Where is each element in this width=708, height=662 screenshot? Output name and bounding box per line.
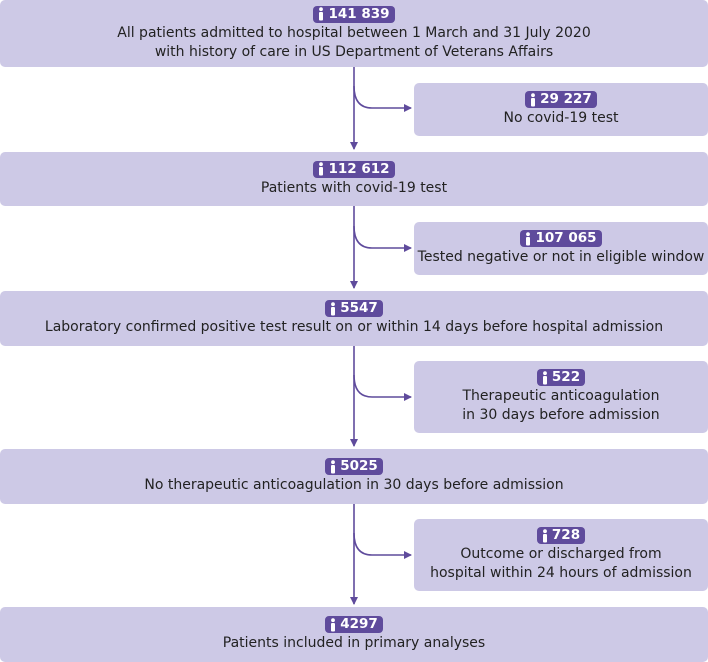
count-value: 29 227 [540,91,592,107]
count-value: 5025 [340,458,378,474]
person-icon [529,92,537,107]
person-icon [541,370,549,385]
main-box-included: 4297 Patients included in primary analys… [0,607,708,662]
person-icon [541,528,549,543]
count-badge: 107 065 [520,230,602,247]
exclusion-box-outcome-24h: 728 Outcome or discharged from hospital … [414,519,708,591]
box-text-line: in 30 days before admission [462,407,660,423]
count-badge: 29 227 [525,91,597,108]
count-value: 5547 [340,300,378,316]
arrow-exclusion-3 [353,374,412,401]
box-text-line: hospital within 24 hours of admission [430,565,692,581]
box-text-line: Tested negative or not in eligible windo… [417,249,705,265]
box-text-line: with history of care in US Department of… [154,43,554,60]
box-text-line: Laboratory confirmed positive test resul… [44,319,664,335]
arrow-exclusion-4 [353,532,412,559]
person-icon [317,7,325,21]
box-text-line: No covid-19 test [503,110,619,126]
count-badge: 5547 [325,300,383,317]
count-badge: 5025 [325,458,383,475]
box-text-line: Therapeutic anticoagulation [462,388,660,404]
box-text-line: Patients included in primary analyses [222,635,486,651]
count-value: 4297 [340,616,378,632]
main-box-positive: 5547 Laboratory confirmed positive test … [0,291,708,346]
main-box-all-patients: 141 839 All patients admitted to hospita… [0,0,708,67]
count-badge: 141 839 [313,5,395,23]
person-icon [524,231,532,246]
count-badge: 4297 [325,616,383,633]
person-icon [329,617,337,632]
count-value: 107 065 [535,230,597,246]
box-text-line: No therapeutic anticoagulation in 30 day… [144,477,564,493]
exclusion-box-anticoagulation: 522 Therapeutic anticoagulation in 30 da… [414,361,708,433]
exclusion-box-no-test: 29 227 No covid-19 test [414,83,708,136]
box-text-line: All patients admitted to hospital betwee… [117,24,591,41]
count-value: 141 839 [328,5,390,22]
main-box-tested: 112 612 Patients with covid-19 test [0,152,708,206]
count-value: 522 [551,369,581,385]
arrow-exclusion-1 [353,85,412,112]
count-value: 728 [551,527,581,543]
count-badge: 728 [536,527,586,544]
main-box-no-anticoagulation: 5025 No therapeutic anticoagulation in 3… [0,449,708,504]
count-value: 112 612 [328,160,390,177]
count-badge: 522 [536,369,586,386]
box-text-line: Outcome or discharged from [460,546,662,562]
person-icon [317,162,325,176]
person-icon [329,459,337,474]
box-text-line: Patients with covid-19 test [260,179,448,196]
count-badge: 112 612 [313,160,395,178]
arrow-exclusion-2 [353,225,412,252]
person-icon [329,301,337,316]
exclusion-box-negative: 107 065 Tested negative or not in eligib… [414,222,708,275]
